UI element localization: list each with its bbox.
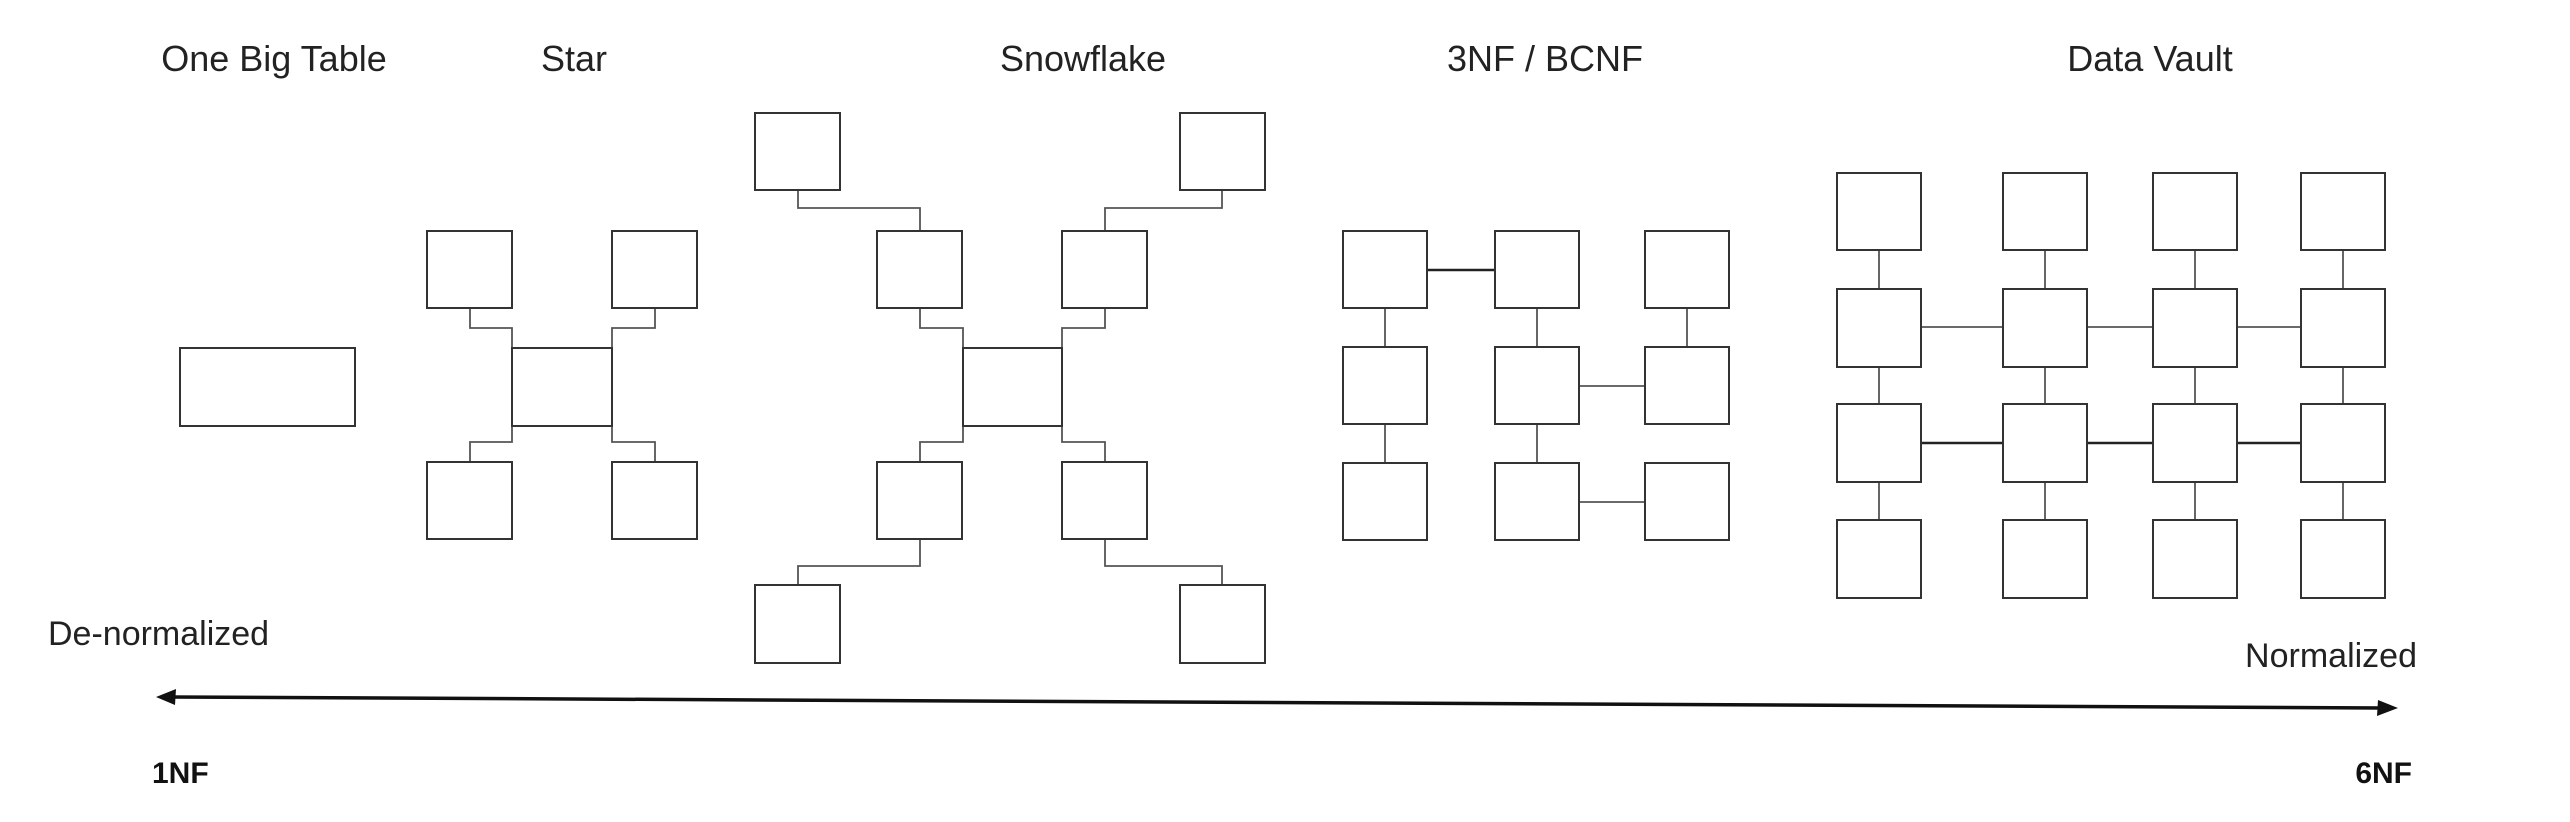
data-vault-satellite-table: [2002, 172, 2088, 251]
star-connector: [611, 308, 656, 350]
3nf-table: [1342, 462, 1428, 541]
data-vault-satellite-table: [2152, 172, 2238, 251]
snowflake-subdimension-table: [754, 584, 841, 664]
snowflake-subdimension-table: [1179, 112, 1266, 191]
data-vault-hub-table: [2002, 288, 2088, 368]
data-vault-model: [1836, 172, 2386, 599]
data-vault-satellite-table: [2300, 172, 2386, 251]
data-vault-satellite-table: [1836, 172, 1922, 251]
data-vault-satellite-table: [2300, 519, 2386, 599]
snowflake-dimension-table: [876, 230, 963, 309]
data-vault-hub-table: [2300, 288, 2386, 368]
label-normalized: Normalized: [2245, 637, 2417, 675]
star-connector: [469, 308, 513, 350]
title-3nf-bcnf: 3NF / BCNF: [1447, 38, 1643, 79]
data-vault-link-table: [2152, 403, 2238, 483]
data-vault-hub-table: [1836, 288, 1922, 368]
data-vault-link-table: [2002, 403, 2088, 483]
data-vault-satellite-table: [1836, 519, 1922, 599]
star-dimension-table: [426, 230, 513, 309]
star-dimension-table: [611, 461, 698, 540]
snowflake-connector: [1061, 308, 1106, 350]
3nf-table: [1342, 346, 1428, 425]
arrow-left-icon: [156, 689, 176, 705]
title-star: Star: [541, 38, 607, 79]
star-model: [426, 230, 698, 540]
3nf-table: [1644, 230, 1730, 309]
big-table-box: [179, 347, 356, 427]
star-dimension-table: [611, 230, 698, 309]
third-normal-form-model: [1342, 230, 1730, 541]
normalization-arrow-line: [169, 695, 2383, 710]
3nf-table: [1494, 346, 1580, 425]
snowflake-fact-table: [962, 347, 1063, 427]
star-connector: [611, 425, 656, 462]
one-big-table-model: [179, 347, 356, 427]
snowflake-dimension-table: [1061, 230, 1148, 309]
label-6nf: 6NF: [2355, 757, 2412, 790]
star-fact-table: [511, 347, 613, 427]
snowflake-subdimension-table: [1179, 584, 1266, 664]
title-snowflake: Snowflake: [1000, 38, 1166, 79]
snowflake-connector: [797, 540, 921, 585]
data-vault-hub-table: [2152, 288, 2238, 368]
arrow-right-icon: [2377, 700, 2398, 716]
title-data-vault: Data Vault: [2067, 38, 2232, 79]
label-1nf: 1NF: [152, 757, 209, 790]
3nf-table: [1494, 462, 1580, 541]
snowflake-connector: [1104, 190, 1223, 231]
snowflake-dimension-table: [1061, 461, 1148, 540]
snowflake-connector: [1104, 540, 1223, 585]
snowflake-connector: [919, 425, 964, 462]
data-vault-horizontal-links: [1921, 326, 2301, 445]
star-dimension-table: [426, 461, 513, 540]
data-vault-link-table: [2300, 403, 2386, 483]
snowflake-connector: [919, 308, 964, 350]
snowflake-connector: [1061, 425, 1106, 462]
data-vault-satellite-table: [2002, 519, 2088, 599]
snowflake-subdimension-table: [754, 112, 841, 191]
3nf-table: [1644, 462, 1730, 541]
snowflake-connector: [797, 190, 921, 231]
normalization-axis: De-normalized Normalized 1NF 6NF: [48, 615, 2417, 790]
3nf-table: [1494, 230, 1580, 309]
star-connector: [469, 425, 513, 462]
data-vault-link-table: [1836, 403, 1922, 483]
label-de-normalized: De-normalized: [48, 615, 269, 653]
3nf-table: [1644, 346, 1730, 425]
data-vault-vertical-links: [1878, 250, 2344, 520]
snowflake-model: [754, 112, 1266, 664]
snowflake-dimension-table: [876, 461, 963, 540]
3nf-table: [1342, 230, 1428, 309]
title-one-big-table: One Big Table: [161, 38, 387, 79]
data-vault-satellite-table: [2152, 519, 2238, 599]
